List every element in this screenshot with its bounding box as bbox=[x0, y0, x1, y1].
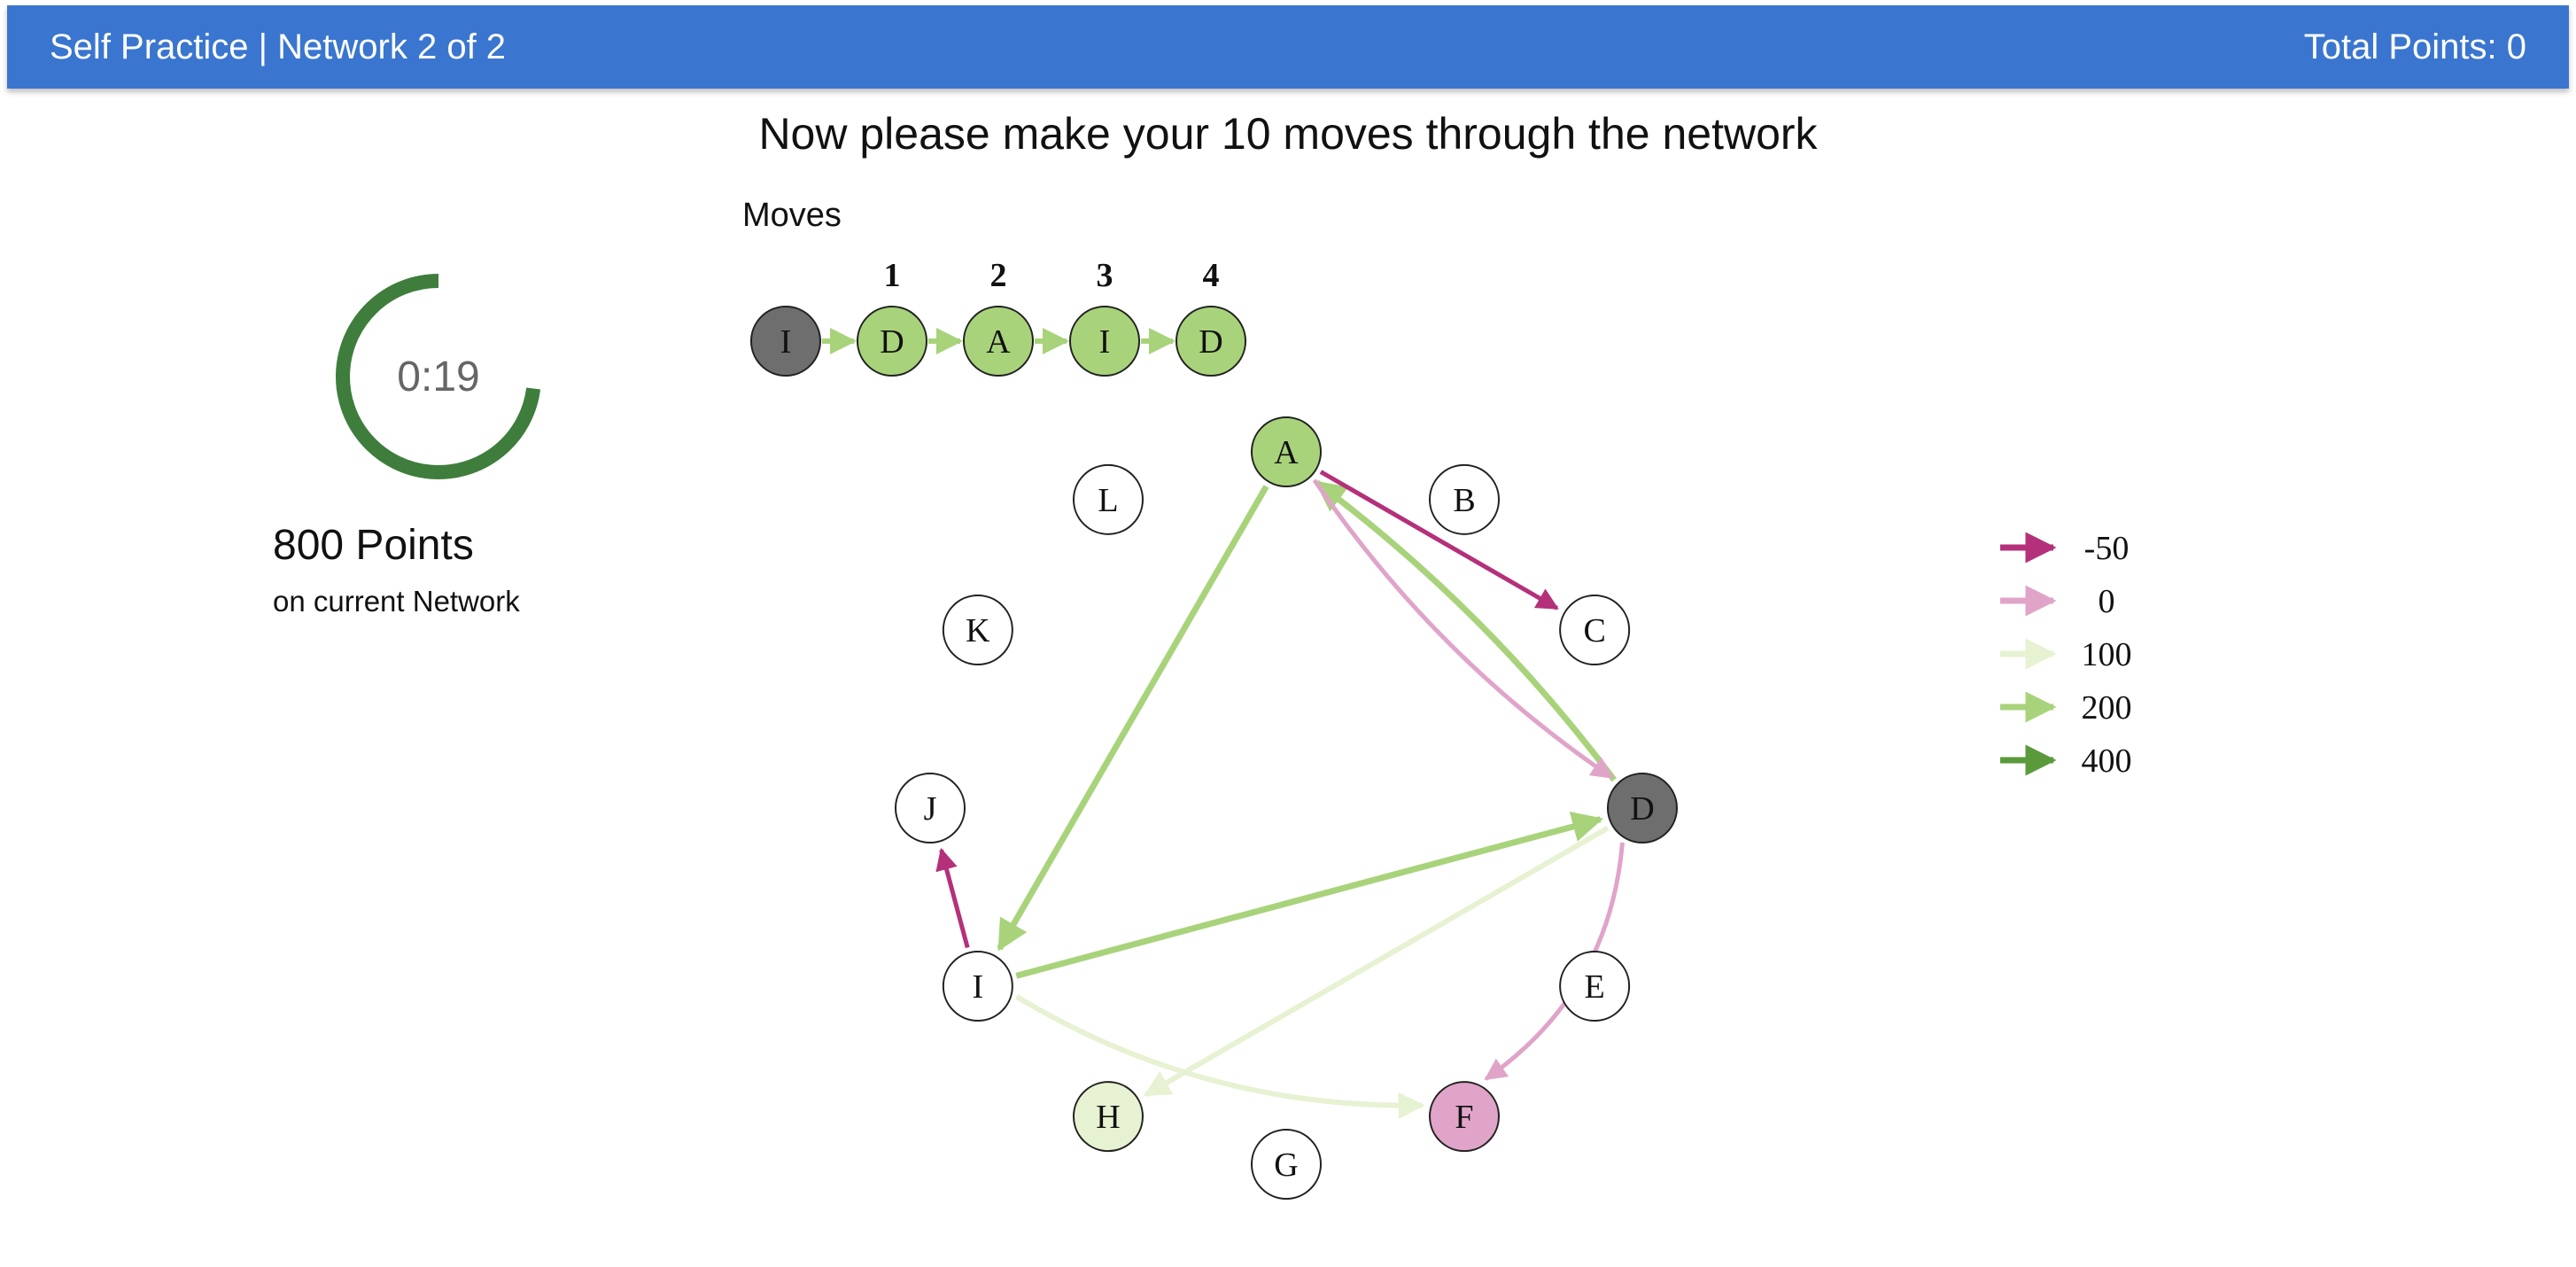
node-circle-L bbox=[1073, 463, 1144, 535]
node-circle-B bbox=[1429, 463, 1500, 535]
move-node-label-4: D bbox=[1199, 323, 1222, 361]
edge-I-to-D bbox=[1015, 811, 1604, 979]
network-points: 800 Points bbox=[273, 522, 474, 569]
legend-label-400: 400 bbox=[2082, 742, 2132, 780]
timer-label: 0:19 bbox=[397, 353, 480, 400]
node-circle-F bbox=[1429, 1081, 1500, 1153]
moves-track: I D A I D 1 2 3 4 bbox=[750, 257, 1246, 377]
network-node-K[interactable]: K bbox=[942, 595, 1013, 665]
instruction-text: Now please make your 10 moves through th… bbox=[758, 109, 1818, 159]
edge-I-to-F bbox=[1014, 994, 1425, 1119]
network-edges bbox=[935, 470, 1625, 1119]
network-points-caption: on current Network bbox=[273, 585, 520, 618]
move-node-3 bbox=[1069, 306, 1140, 377]
network-node-C[interactable]: C bbox=[1559, 595, 1631, 665]
node-label-F: F bbox=[1455, 1099, 1473, 1136]
legend-item-0: 0 bbox=[2000, 583, 2115, 620]
node-label-A: A bbox=[1274, 434, 1299, 471]
move-node-2 bbox=[963, 306, 1034, 377]
node-label-G: G bbox=[1274, 1147, 1298, 1184]
edge-A-to-I bbox=[997, 485, 1269, 952]
legend-item-200: 200 bbox=[2000, 689, 2132, 727]
move-node-label-3: I bbox=[1099, 323, 1111, 361]
legend-item-100: 100 bbox=[2000, 636, 2132, 673]
top-bar: Self Practice | Network 2 of 2 Total Poi… bbox=[7, 5, 2569, 89]
move-node-4 bbox=[1175, 306, 1246, 377]
edge-A-to-C bbox=[1319, 470, 1559, 610]
move-step-number-3: 3 bbox=[1097, 257, 1113, 294]
network-node-I[interactable]: I bbox=[942, 951, 1013, 1022]
node-circle-C bbox=[1559, 595, 1631, 665]
node-circle-K bbox=[942, 595, 1013, 665]
node-circle-E bbox=[1559, 951, 1631, 1022]
network-node-G[interactable]: G bbox=[1251, 1129, 1322, 1200]
network-node-H[interactable]: H bbox=[1073, 1081, 1144, 1153]
move-node-label-1: D bbox=[880, 323, 904, 361]
node-circle-D bbox=[1607, 773, 1678, 843]
edge-D-to-H bbox=[1143, 825, 1610, 1098]
legend-item--50: -50 bbox=[2000, 530, 2129, 567]
legend-label-200: 200 bbox=[2082, 689, 2132, 727]
network-node-A[interactable]: A bbox=[1251, 416, 1322, 487]
edge-D-to-A bbox=[1314, 479, 1617, 782]
edge-A-to-D bbox=[1312, 478, 1614, 780]
move-node-1 bbox=[857, 306, 927, 377]
node-label-L: L bbox=[1098, 482, 1118, 519]
network-node-J[interactable]: J bbox=[895, 773, 966, 843]
move-node-label-0: I bbox=[780, 323, 792, 361]
reward-legend: -50 0 100 200 400 bbox=[2000, 530, 2132, 780]
move-step-number-4: 4 bbox=[1203, 257, 1220, 294]
network-node-L[interactable]: L bbox=[1073, 463, 1144, 535]
legend-item-400: 400 bbox=[2000, 742, 2132, 780]
timer-arc bbox=[336, 274, 541, 479]
node-circle-A bbox=[1251, 416, 1322, 487]
network-node-D[interactable]: D bbox=[1607, 773, 1678, 843]
node-label-B: B bbox=[1453, 482, 1475, 519]
node-label-I: I bbox=[973, 968, 984, 1006]
network-node-F[interactable]: F bbox=[1429, 1081, 1500, 1153]
move-start-node bbox=[750, 306, 821, 377]
countdown-timer: 0:19 bbox=[328, 266, 549, 487]
network-node-B[interactable]: B bbox=[1429, 463, 1500, 535]
move-step-number-1: 1 bbox=[884, 257, 901, 294]
legend-label--50: -50 bbox=[2084, 530, 2130, 567]
node-label-D: D bbox=[1630, 790, 1654, 828]
network-title: Self Practice | Network 2 of 2 bbox=[50, 27, 507, 66]
move-node-label-2: A bbox=[986, 323, 1011, 361]
move-step-number-2: 2 bbox=[990, 257, 1007, 294]
legend-label-0: 0 bbox=[2099, 583, 2115, 620]
node-label-E: E bbox=[1585, 968, 1605, 1006]
node-circle-G bbox=[1251, 1129, 1322, 1200]
node-label-J: J bbox=[924, 790, 937, 828]
node-circle-I bbox=[942, 951, 1013, 1022]
edge-I-to-J bbox=[935, 847, 970, 949]
total-points: Total Points: 0 bbox=[2303, 27, 2526, 66]
legend-label-100: 100 bbox=[2082, 636, 2132, 673]
node-label-H: H bbox=[1096, 1099, 1120, 1136]
network-nodes: A B C D E F G H I J K L bbox=[895, 416, 1678, 1200]
node-circle-H bbox=[1073, 1081, 1144, 1153]
node-circle-J bbox=[895, 773, 966, 843]
node-label-C: C bbox=[1583, 612, 1605, 649]
node-label-K: K bbox=[966, 612, 990, 649]
network-node-E[interactable]: E bbox=[1559, 951, 1631, 1022]
moves-heading: Moves bbox=[742, 197, 842, 234]
